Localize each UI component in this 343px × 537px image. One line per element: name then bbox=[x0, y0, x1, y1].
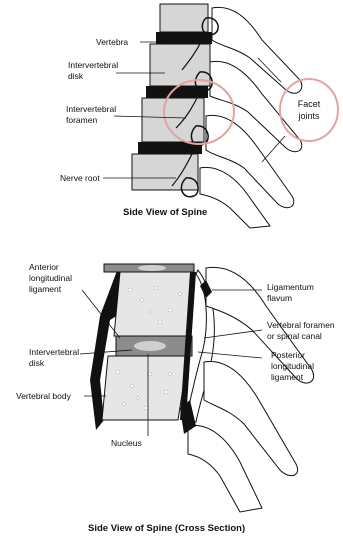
label-vertebral-foramen: Vertebral foramen or spinal canal bbox=[267, 320, 335, 342]
vertebral-body-1 bbox=[160, 4, 208, 32]
label-facet-joints: Facet joints bbox=[288, 98, 330, 122]
label-intervertebral-foramen: Intervertebral foramen bbox=[66, 104, 116, 126]
label-anterior-longitudinal-ligament: Anterior longitudinal ligament bbox=[29, 262, 72, 295]
label-ligamentum-flavum: Ligamentum flavum bbox=[267, 282, 314, 304]
label-nucleus: Nucleus bbox=[111, 438, 142, 449]
label-vertebra: Vertebra bbox=[96, 37, 128, 48]
label-nerve-root: Nerve root bbox=[60, 173, 100, 184]
posterior-elements bbox=[200, 7, 302, 228]
side-view-figure: Vertebra Intervertebral disk Interverteb… bbox=[0, 0, 343, 230]
label-intervertebral-disk: Intervertebral disk bbox=[68, 60, 118, 82]
nucleus-shape bbox=[134, 341, 166, 351]
caption-side-view: Side View of Spine bbox=[123, 207, 207, 218]
label-intervertebral-disk-cross: Intervertebral disk bbox=[29, 347, 79, 369]
label-posterior-longitudinal-ligament: Posterior longitudinal ligament bbox=[271, 350, 314, 383]
vertebral-body-4 bbox=[132, 154, 198, 190]
cross-section-processes bbox=[188, 267, 314, 512]
facet-callout-line-lower bbox=[262, 136, 285, 162]
caption-cross-section: Side View of Spine (Cross Section) bbox=[88, 523, 245, 534]
label-vertebral-body: Vertebral body bbox=[16, 391, 71, 402]
vertebral-body-3 bbox=[142, 98, 204, 142]
cross-section-figure: Anterior longitudinal ligament Intervert… bbox=[0, 250, 343, 537]
